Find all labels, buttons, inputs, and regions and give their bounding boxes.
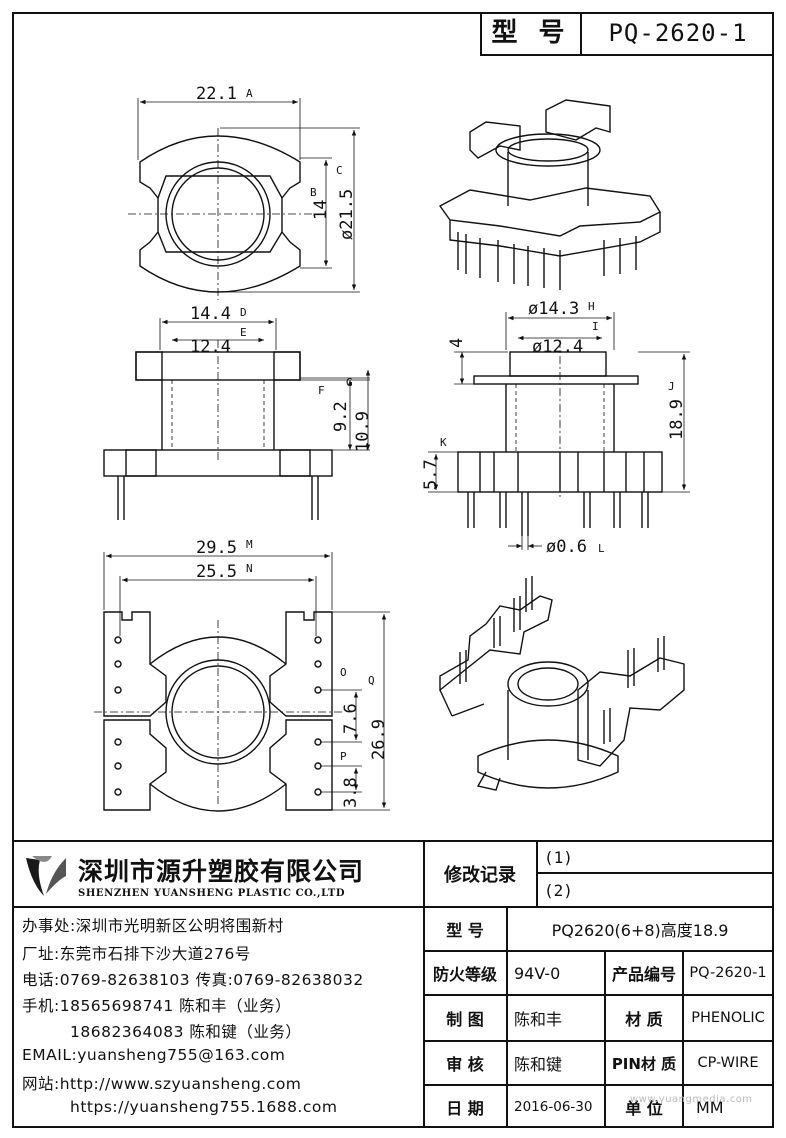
spec-check-value: 陈和键 [514, 1055, 563, 1074]
tag-n: N [246, 562, 253, 575]
tag-a: A [246, 87, 253, 100]
company-name-cn: 深圳市源升塑胶有限公司 [78, 857, 365, 886]
dim-i: ø12.4 [532, 337, 583, 357]
spec-fire-label: 防火等级 [432, 965, 497, 984]
dim-c: ø21.5 [337, 189, 357, 240]
tag-f: F [318, 384, 325, 397]
tag-q: Q [368, 674, 375, 687]
dim-p: 3.8 [341, 777, 361, 808]
company-email: EMAIL:yuansheng755@163.com [22, 1046, 286, 1064]
title-block: 型 号 PQ-2620-1 [480, 12, 774, 56]
revision-2: (2) [544, 880, 573, 900]
technical-drawing: 22.1 A B 14 C ø21.5 14.4 D 12.4 E F G 9.… [94, 84, 690, 812]
dim-b: 14 [311, 200, 331, 220]
title-model-label: 型 号 [482, 12, 582, 54]
dim-top4: 4 [447, 338, 467, 348]
revision-1: (1) [544, 847, 573, 867]
company-logo-icon [26, 856, 66, 896]
spec-model-value: PQ2620(6+8)高度18.9 [551, 921, 729, 940]
dim-h: ø14.3 [528, 299, 579, 319]
tag-j: J [668, 380, 675, 393]
spec-model-label: 型 号 [446, 921, 484, 940]
tag-p: P [340, 750, 347, 763]
dim-q: 26.9 [369, 719, 389, 760]
company-name-en: SHENZHEN YUANSHENG PLASTIC CO.,LTD [78, 888, 346, 899]
tag-k: K [440, 436, 447, 449]
dim-o: 7.6 [341, 703, 361, 734]
tag-g: G [346, 376, 353, 389]
company-mobile-2: 18682364083 陈和键（业务） [70, 1023, 302, 1041]
company-office: 办事处:深圳市光明新区公明将围新村 [22, 917, 284, 935]
dim-f: 9.2 [331, 401, 351, 432]
spec-fire-value: 94V-0 [514, 963, 561, 983]
top-view [128, 98, 360, 300]
spec-pin-label: PIN材 质 [611, 1054, 677, 1073]
tag-l: L [598, 542, 605, 555]
spec-unit-value: MM [696, 1097, 724, 1117]
company-web-1: 网站:http://www.szyuansheng.com [22, 1075, 302, 1093]
dim-g: 10.9 [353, 411, 373, 452]
spec-date-value: 2016-06-30 [514, 1099, 593, 1115]
watermark: www.yuangmedia.com [630, 1094, 753, 1105]
tag-e: E [240, 326, 247, 339]
spec-unit-label: 单 位 [625, 1099, 663, 1118]
tag-b: B [310, 186, 317, 199]
dim-n: 25.5 [196, 562, 237, 582]
dim-j: 18.9 [667, 399, 687, 440]
dim-k: 5.7 [421, 459, 441, 490]
tag-o: O [340, 666, 347, 679]
bottom-view [94, 552, 390, 812]
dim-m: 29.5 [196, 538, 237, 558]
tag-d: D [240, 306, 247, 319]
company-factory: 厂址:东莞市石排下沙大道276号 [22, 945, 251, 963]
dim-d: 14.4 [190, 304, 231, 324]
company-phone: 电话:0769-82638103 传真:0769-82638032 [22, 971, 364, 989]
side-view [428, 312, 690, 550]
front-view [103, 318, 371, 520]
title-model-value: PQ-2620-1 [608, 19, 748, 47]
spec-prodno-label: 产品编号 [611, 965, 676, 984]
spec-date-label: 日 期 [446, 1099, 484, 1118]
iso-view-top [438, 99, 662, 290]
spec-check-label: 审 核 [446, 1055, 484, 1074]
spec-prodno-value: PQ-2620-1 [689, 965, 767, 981]
dim-l: ø0.6 [546, 537, 587, 557]
revision-label: 修改记录 [444, 865, 516, 886]
dim-a: 22.1 [196, 84, 237, 104]
iso-view-bottom [439, 576, 685, 791]
drawing-frame [12, 12, 774, 1128]
company-web-2: https://yuansheng755.1688.com [70, 1098, 338, 1116]
tag-i: I [592, 320, 599, 333]
company-mobile-1: 手机:18565698741 陈和丰（业务） [22, 997, 292, 1015]
spec-draw-value: 陈和丰 [514, 1010, 563, 1029]
tag-c: C [336, 164, 343, 177]
spec-material-value: PHENOLIC [691, 1010, 765, 1026]
spec-material-label: 材 质 [625, 1010, 663, 1029]
tag-m: M [246, 538, 253, 551]
tag-h: H [588, 300, 595, 313]
spec-pin-value: CP-WIRE [697, 1055, 759, 1071]
spec-draw-label: 制 图 [446, 1010, 484, 1029]
dim-e: 12.4 [190, 337, 231, 357]
title-table: 深圳市源升塑胶有限公司 SHENZHEN YUANSHENG PLASTIC C… [12, 840, 774, 1128]
